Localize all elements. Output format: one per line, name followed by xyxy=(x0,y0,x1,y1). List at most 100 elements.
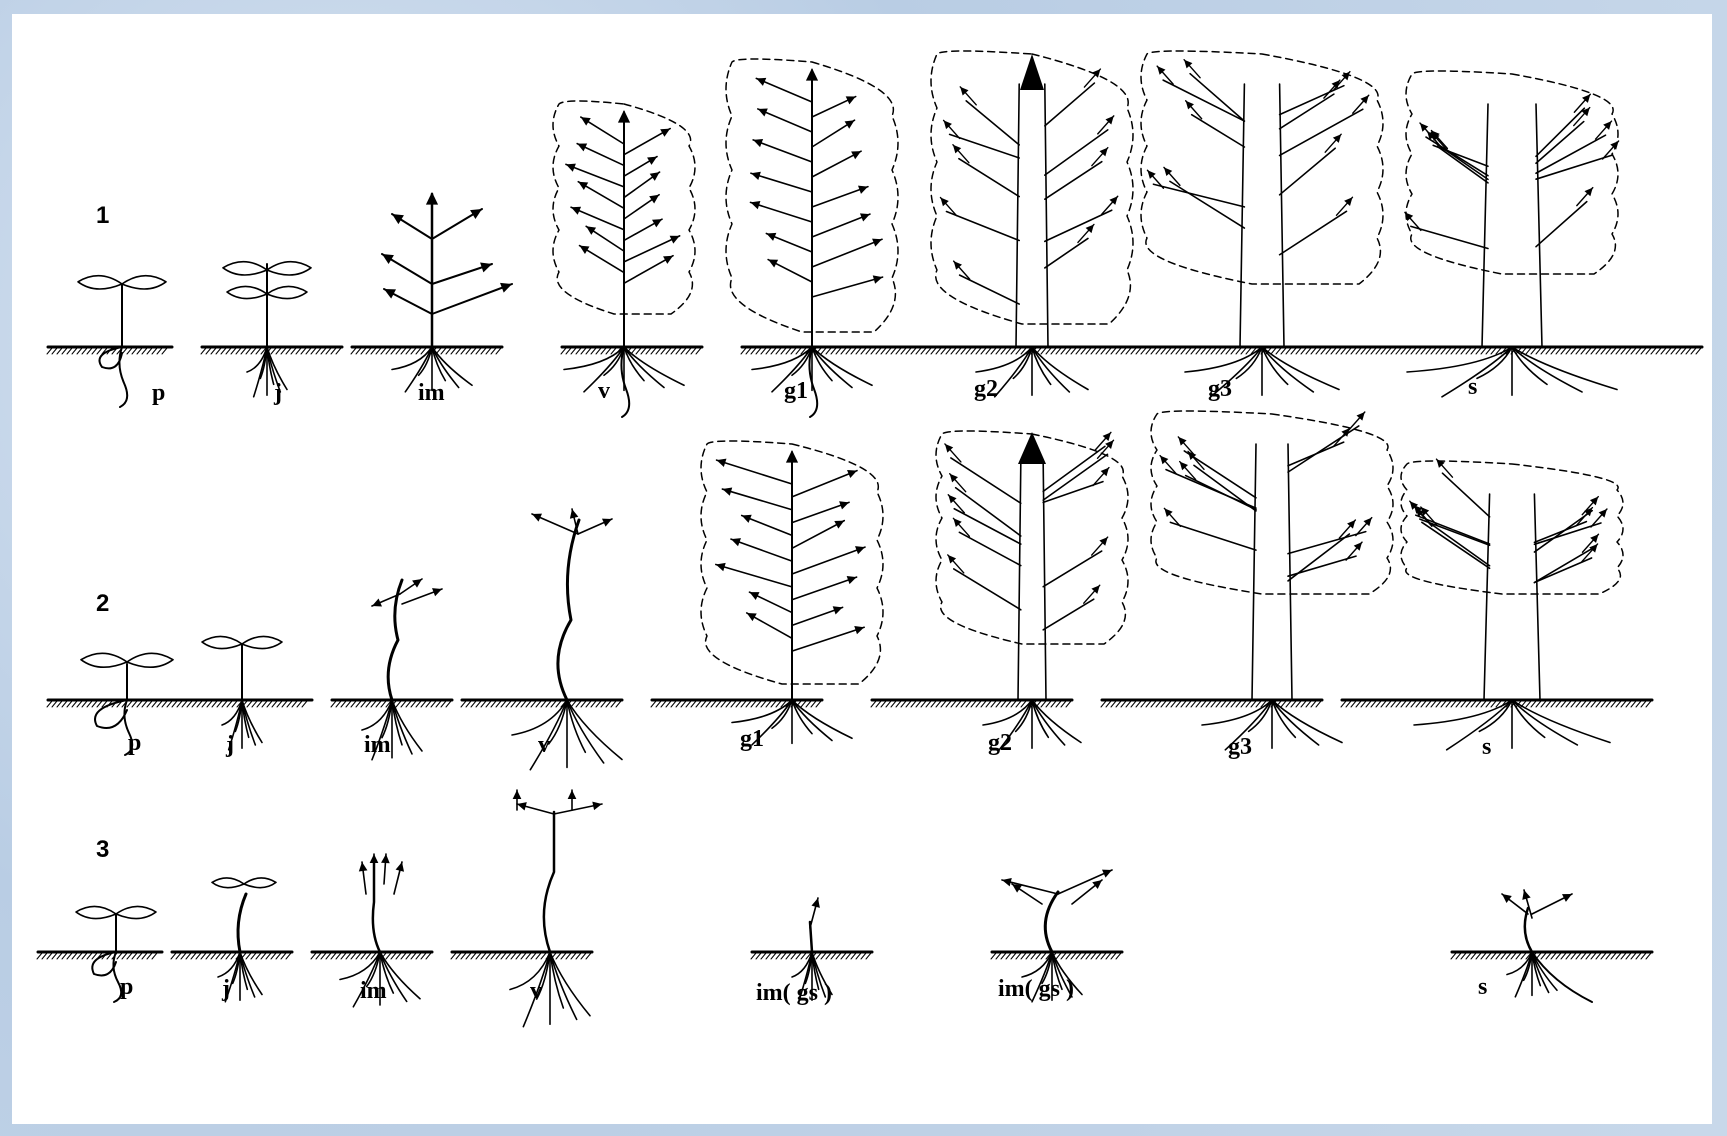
ground-hatch xyxy=(406,348,411,354)
ground-hatch xyxy=(1001,701,1006,707)
ground-hatch xyxy=(1061,701,1066,707)
branch xyxy=(1043,551,1101,587)
bud-arrow xyxy=(570,509,578,519)
ground-hatch xyxy=(446,701,451,707)
ground-hatch xyxy=(871,348,876,354)
ground-hatch xyxy=(1056,348,1061,354)
branch xyxy=(812,239,882,267)
ground-hatch xyxy=(501,701,506,707)
ground-hatch xyxy=(406,953,411,959)
trunk xyxy=(1016,84,1048,347)
ground-hatch xyxy=(1391,701,1396,707)
ground-hatch xyxy=(906,348,911,354)
ground-hatch xyxy=(1556,953,1561,959)
ground-hatch xyxy=(1541,953,1546,959)
ground-hatch xyxy=(951,701,956,707)
ground-hatch xyxy=(1446,348,1451,354)
ground-hatch xyxy=(1601,701,1606,707)
ground-hatch xyxy=(1436,348,1441,354)
bud-arrow xyxy=(586,226,596,235)
ground-hatch xyxy=(1411,348,1416,354)
ground-hatch xyxy=(176,953,181,959)
ground-hatch xyxy=(181,953,186,959)
ground-hatch xyxy=(346,953,351,959)
ground-hatch xyxy=(416,348,421,354)
ground-hatch xyxy=(716,701,721,707)
ground-hatch xyxy=(1636,701,1641,707)
ground-hatch xyxy=(1436,701,1441,707)
ground-hatch xyxy=(931,701,936,707)
ground-hatch xyxy=(696,348,701,354)
row-number-3: 3 xyxy=(96,836,109,864)
ground-hatch xyxy=(491,953,496,959)
ground-hatch xyxy=(816,953,821,959)
ground-hatch xyxy=(236,348,241,354)
root xyxy=(1515,952,1532,997)
ground-hatch xyxy=(206,953,211,959)
ground-hatch xyxy=(1291,701,1296,707)
ground-hatch xyxy=(656,348,661,354)
ground-hatch xyxy=(1336,348,1341,354)
ground-hatch xyxy=(441,701,446,707)
ground-hatch xyxy=(196,953,201,959)
ground-hatch xyxy=(1641,953,1646,959)
ground-hatch xyxy=(1191,348,1196,354)
ground-hatch xyxy=(826,953,831,959)
ground-hatch xyxy=(77,348,82,354)
bud-arrow xyxy=(1502,894,1512,903)
branch xyxy=(432,284,512,314)
ground-hatch xyxy=(1471,953,1476,959)
ground-hatch xyxy=(1686,348,1691,354)
ground-hatch xyxy=(157,348,162,354)
ground-hatch xyxy=(1451,348,1456,354)
ground-hatch xyxy=(1571,701,1576,707)
ground-hatch xyxy=(776,701,781,707)
ground-hatch xyxy=(411,953,416,959)
ground-hatch xyxy=(1051,348,1056,354)
ground-hatch xyxy=(57,348,62,354)
ground-hatch xyxy=(446,348,451,354)
ground-hatch xyxy=(901,348,906,354)
ground-hatch xyxy=(1131,348,1136,354)
ground-hatch xyxy=(861,953,866,959)
ground-hatch xyxy=(581,701,586,707)
ground-hatch xyxy=(192,701,197,707)
ground-hatch xyxy=(601,348,606,354)
branch xyxy=(812,214,870,237)
row2-stage-label: v xyxy=(538,732,550,759)
ground-hatch xyxy=(331,701,336,707)
ground-hatch xyxy=(1586,953,1591,959)
ground-hatch xyxy=(751,348,756,354)
ground-hatch xyxy=(721,701,726,707)
ground-hatch xyxy=(886,348,891,354)
ground-hatch xyxy=(401,348,406,354)
ground-hatch xyxy=(1106,701,1111,707)
ground-hatch xyxy=(262,701,267,707)
ground-hatch xyxy=(311,348,316,354)
ground-hatch xyxy=(47,348,52,354)
ground-hatch xyxy=(591,348,596,354)
ground-hatch xyxy=(1181,348,1186,354)
ground-hatch xyxy=(221,953,226,959)
branch xyxy=(1534,558,1591,583)
ground-hatch xyxy=(182,701,187,707)
ground-hatch xyxy=(461,348,466,354)
ground-hatch xyxy=(761,701,766,707)
ground-hatch xyxy=(606,348,611,354)
ground-hatch xyxy=(766,348,771,354)
ground-hatch xyxy=(272,701,277,707)
ground-hatch xyxy=(241,348,246,354)
ground-hatch xyxy=(127,701,132,707)
ground-hatch xyxy=(1206,701,1211,707)
ground-hatch xyxy=(246,953,251,959)
ground-hatch xyxy=(691,348,696,354)
ground-hatch xyxy=(1466,953,1471,959)
branch xyxy=(1186,476,1256,510)
ground-hatch xyxy=(132,953,137,959)
ground-hatch xyxy=(791,953,796,959)
crown-outline xyxy=(931,51,1133,324)
branch xyxy=(566,164,624,186)
ground-hatch xyxy=(1086,348,1091,354)
ground-hatch xyxy=(297,701,302,707)
row1-stage-label: s xyxy=(1468,374,1477,401)
